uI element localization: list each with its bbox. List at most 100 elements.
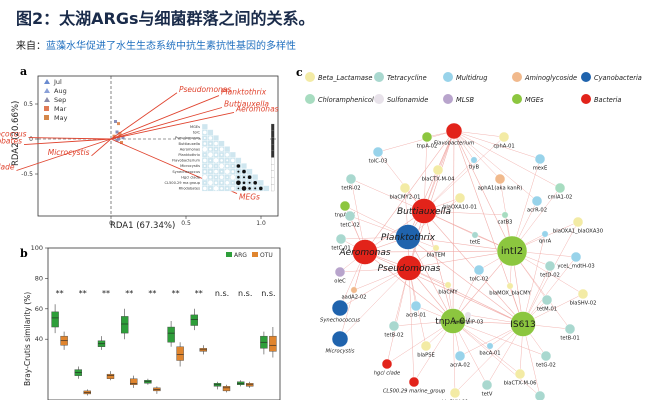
network-node [335, 233, 347, 245]
heatmap-dot [242, 181, 246, 185]
rda-arrow-label: Planktothrix [221, 88, 267, 97]
rda-arrow [23, 138, 112, 146]
heatmap-dot [203, 170, 207, 173]
heatmap-cell [218, 140, 225, 147]
network-node-label: blaCTX-M-06 [504, 381, 537, 387]
network-node [572, 216, 584, 228]
boxplot-frame [47, 247, 281, 401]
heatmap-dot [203, 186, 207, 191]
network-node-label: tolC-02 [470, 277, 489, 283]
heatmap-dot [209, 187, 212, 190]
heatmap-dot [208, 180, 213, 186]
source-prefix: 来自： [16, 41, 46, 52]
network-node [411, 198, 437, 224]
network-legend-label: MLSB [456, 96, 475, 104]
network-node [473, 264, 485, 276]
network-edge [350, 178, 425, 212]
network-edge [408, 250, 513, 269]
rda-sample-point [112, 134, 116, 138]
network-edge [452, 250, 513, 322]
network-node-label: CL500.29 marine_group [383, 389, 446, 395]
network-edge [339, 267, 410, 309]
heatmap-dot [236, 180, 241, 186]
network-node [432, 244, 440, 252]
heatmap-dot [225, 164, 229, 168]
network-node-label: sulA-folP-03 [453, 320, 484, 326]
network-edge [453, 130, 524, 325]
network-edge [452, 320, 521, 375]
network-node [570, 251, 582, 263]
boxplot-significance-labels: **************n.s.n.s.n.s. [56, 289, 276, 298]
heatmap-dot [220, 187, 223, 190]
network-node-label: tlyB [469, 165, 480, 171]
rda-sample-point [118, 131, 122, 135]
network-node-label: tetM-01 [537, 307, 557, 313]
network-edge [522, 233, 546, 325]
network-node [454, 350, 466, 362]
network-node [510, 311, 536, 337]
heatmap-scale-segment [271, 143, 275, 151]
network-node [334, 266, 346, 278]
rda-sample-point [115, 130, 119, 134]
heatmap-dot [237, 175, 240, 179]
network-edge [453, 130, 501, 180]
boxplot-box [120, 316, 129, 334]
network-legend-label: Aminoglycoside [524, 74, 577, 82]
network-node-label: blaCMY [438, 290, 458, 296]
heatmap-cell [224, 146, 231, 153]
network-legend-swatch [305, 72, 315, 82]
rda-arrow-label: Synechococcus [0, 130, 27, 139]
heatmap-dot [215, 176, 217, 179]
network-legend-label: Cyanobacteria [594, 74, 642, 82]
network-edge [423, 210, 513, 252]
rda-arrow-label: MEGs [239, 193, 260, 202]
network-node-label: yceL_mdtH-03 [557, 264, 594, 270]
network-node-label: IS613 [510, 320, 536, 330]
heatmap-dot [248, 181, 251, 184]
network-edge [408, 267, 524, 325]
network-node-label: acrR-02 [527, 208, 547, 214]
network-legend-swatch [374, 72, 384, 82]
network-node-label: aadA2-02 [342, 295, 367, 301]
rda-arrow-label: Pseudomonas [179, 85, 231, 94]
network-node [470, 156, 478, 164]
heatmap-dot [204, 154, 206, 156]
rda-x-axis-label: RDA1 (67.34%) [110, 221, 175, 231]
network-legend-swatch [443, 72, 453, 82]
panel-c-letter: c [296, 66, 303, 79]
network-edge [452, 320, 541, 397]
network-node-label: tetB-02 [384, 333, 403, 339]
network-legend-swatch [512, 94, 522, 104]
boxplot-box [190, 314, 199, 326]
source-article-link[interactable]: 蓝藻水华促进了水生生态系统中抗生素抗性基因的多样性 [46, 41, 296, 52]
boxplot-box [106, 373, 115, 379]
network-edge [407, 236, 454, 322]
network-node [331, 330, 349, 348]
heatmap-dot [203, 165, 206, 167]
heatmap-row-label: Pseudomonas [175, 136, 200, 140]
network-node-label: catB3 [498, 220, 513, 226]
heatmap-cell [213, 135, 219, 141]
boxplot-significance-label: ** [102, 289, 110, 298]
rda-legend-marker [44, 97, 50, 102]
rda-sample-point [120, 141, 123, 144]
network-node [388, 320, 400, 332]
network-node [372, 146, 384, 158]
network-node-label: hgcl clade [374, 371, 400, 377]
network-legend-swatch [581, 94, 591, 104]
network-legend-swatch [305, 94, 315, 104]
rda-legend-label: Sep [54, 96, 66, 104]
heatmap-cell [252, 174, 259, 181]
network-legend-label: Multidrug [456, 74, 487, 82]
rda-sample-point [115, 138, 119, 142]
heatmap-row-label: Planktothrix [178, 153, 200, 157]
rda-correlation-heatmap-inset: MGEstolCPseudomonasButtiauxellaAeromonas… [164, 122, 275, 192]
network-edge [453, 130, 538, 202]
heatmap-row-label: Flavobacterium [172, 159, 200, 163]
heatmap-dot [213, 186, 219, 191]
network-node [399, 182, 411, 194]
network-node [464, 311, 472, 319]
